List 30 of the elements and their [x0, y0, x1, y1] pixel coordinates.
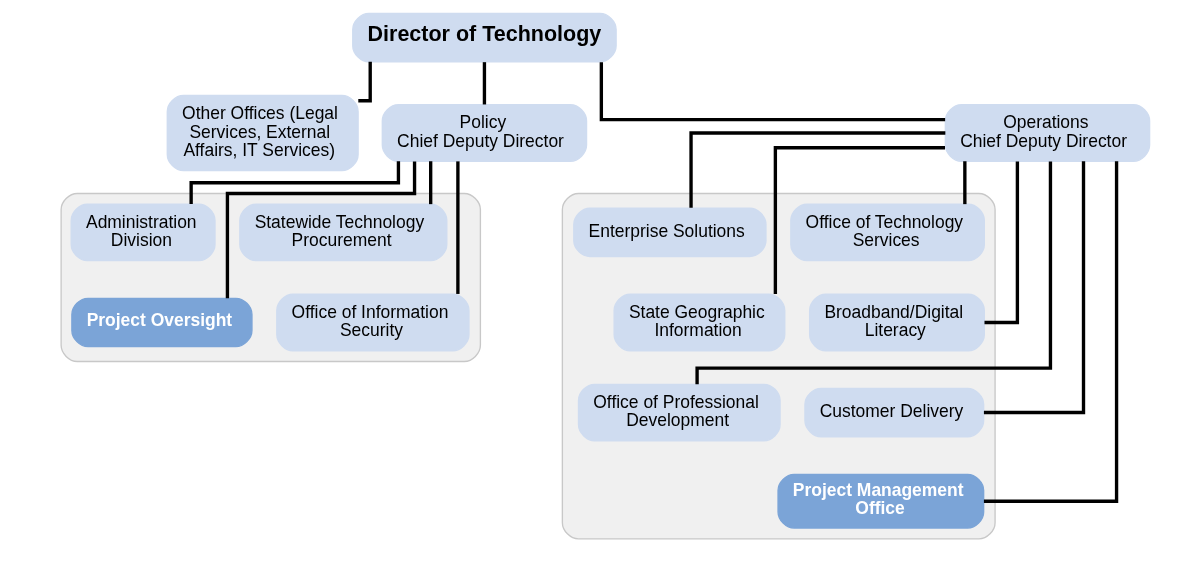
connector	[455, 161, 460, 294]
node-box: Policy Chief Deputy Director	[381, 104, 587, 162]
node-box: Customer Delivery	[803, 387, 984, 438]
node-box: Other Offices (Legal Services, External Affairs, IT Services)	[166, 94, 359, 172]
connector	[983, 161, 1118, 503]
connector	[599, 62, 945, 122]
connector	[983, 161, 1085, 415]
node-box: Enterprise Solutions	[572, 207, 767, 258]
node-box: Broadband/Digital Literacy	[808, 293, 985, 352]
connector	[694, 161, 1052, 385]
cluster	[59, 192, 481, 363]
connector	[962, 161, 967, 205]
node-box: Director of Technology	[351, 12, 617, 63]
node-box: Office of Information Security	[275, 293, 470, 352]
node-box: Statewide Technology Procurement	[238, 203, 447, 262]
connector	[984, 161, 1019, 325]
connector	[357, 61, 372, 103]
node-box: Operations Chief Deputy Director	[944, 104, 1150, 162]
cluster	[561, 192, 996, 540]
connector	[428, 161, 432, 205]
node-box: Office of Professional Development	[577, 383, 781, 442]
connector	[482, 62, 486, 105]
connector	[688, 131, 945, 208]
node-box: Project Oversight	[70, 297, 253, 348]
node-box: Project Management Office	[776, 473, 984, 529]
connector	[225, 161, 416, 299]
node-box: Administration Division	[70, 203, 216, 262]
node-box: Office of Technology Services	[789, 203, 985, 262]
node-box: State Geographic Information	[612, 293, 785, 352]
connector	[773, 146, 945, 294]
